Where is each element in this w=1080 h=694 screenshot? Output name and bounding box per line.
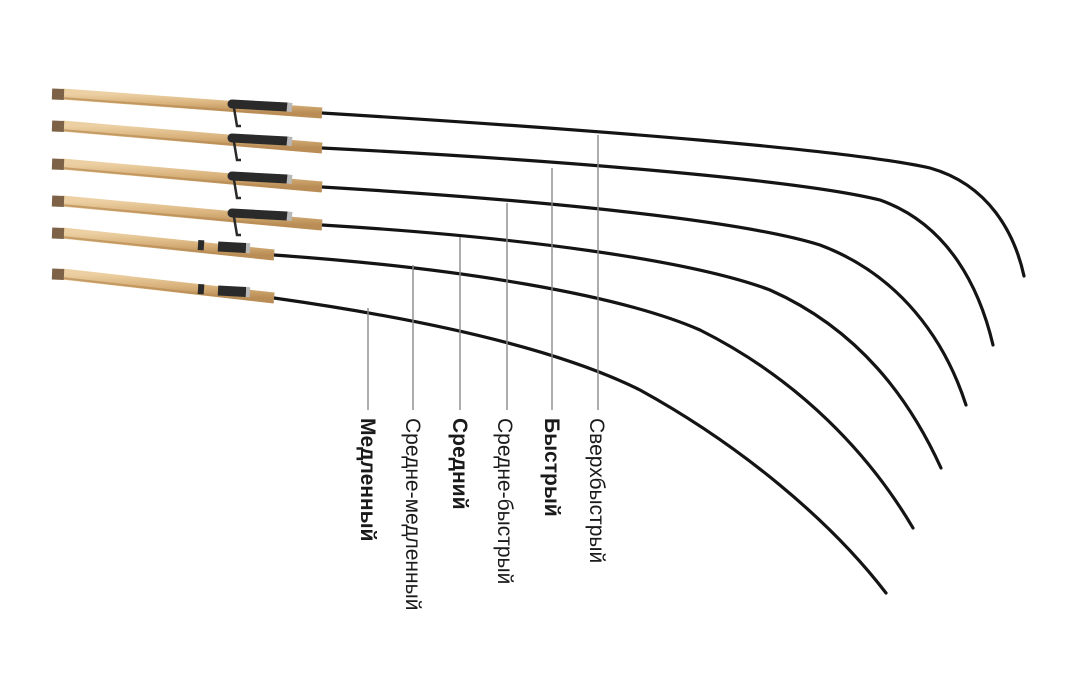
label-slow: Медленный (356, 418, 379, 541)
label-fast: Быстрый (540, 418, 563, 517)
cork-handle (61, 158, 323, 193)
rod-fast (51, 120, 995, 347)
butt-cap (51, 227, 65, 239)
butt-cap (51, 158, 65, 170)
label-moderate: Средний (448, 418, 471, 510)
butt-cap (51, 195, 65, 207)
rod-moderate-slow (51, 227, 915, 530)
cork-handle (61, 195, 323, 231)
reel-seat (227, 99, 293, 128)
rod-extra-fast (51, 88, 1026, 278)
reel-seat (227, 208, 293, 237)
rod-blank (320, 185, 968, 407)
rod-blank (320, 223, 943, 470)
rod-slow (51, 268, 888, 595)
rod-blank (320, 146, 995, 347)
trigger (232, 107, 241, 128)
trigger (232, 141, 241, 162)
reel-seat (197, 284, 251, 298)
rod-blank (272, 296, 888, 595)
butt-cap (51, 120, 65, 132)
reel-seat (227, 133, 293, 162)
butt-cap (51, 268, 65, 280)
reel-seat (197, 240, 251, 254)
rod-blank (320, 111, 1026, 278)
label-moderate-slow: Средне-медленный (401, 418, 424, 610)
trigger (232, 216, 241, 237)
butt-cap (51, 88, 65, 100)
label-extra-fast: Сверхбыстрый (585, 418, 608, 563)
reel-seat (227, 171, 293, 200)
rod-moderate (51, 195, 943, 470)
trigger (232, 179, 241, 200)
rod-blank (272, 253, 915, 530)
label-moderate-fast: Средне-быстрый (493, 418, 516, 584)
rod-moderate-fast (51, 158, 968, 407)
